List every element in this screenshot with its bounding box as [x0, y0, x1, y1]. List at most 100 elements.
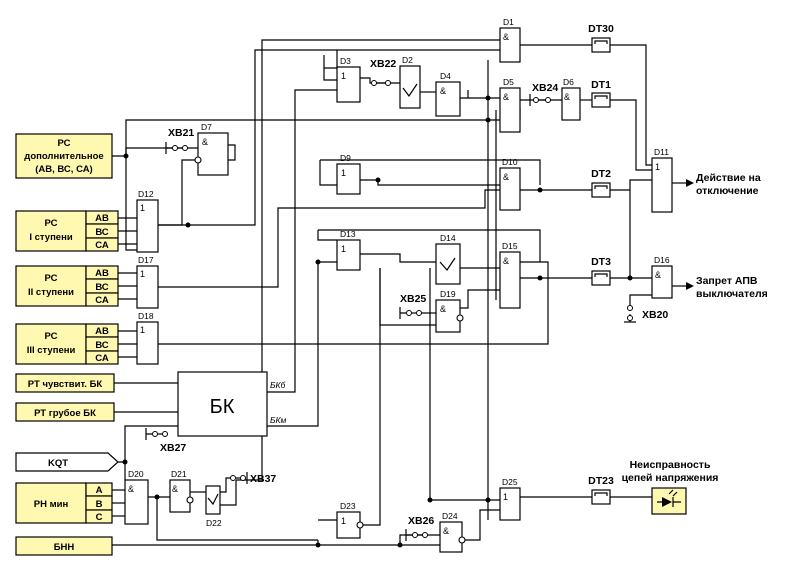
gate-d15: D15 & — [499, 241, 521, 309]
input-rs-stage-1: РС I ступени АВ ВС СА — [15, 210, 119, 252]
input-rs-additional: РС дополнительное (АВ, ВС, СА) — [15, 133, 113, 179]
gate-d3: D3 1 — [336, 56, 361, 103]
svg-text:АВ: АВ — [95, 268, 109, 279]
gate-d11: D11 1 — [651, 147, 673, 213]
svg-text:БК: БК — [210, 396, 235, 418]
input-rs-stage-2: РС II ступени АВ ВС СА — [15, 265, 119, 307]
svg-text:СА: СА — [95, 240, 109, 251]
svg-text:(АВ, ВС, СА): (АВ, ВС, СА) — [35, 164, 92, 175]
jumper-xb25[interactable]: XB25 — [399, 293, 426, 319]
input-rt-sensitive: РТ чувствит. БК — [15, 373, 115, 393]
svg-text:XB37: XB37 — [250, 473, 276, 485]
svg-text:БНН: БНН — [54, 542, 75, 553]
svg-text:1: 1 — [140, 269, 145, 279]
gate-d13: D13 1 — [336, 229, 361, 271]
svg-text:&: & — [443, 526, 449, 536]
timer-dt30: DT30 — [588, 23, 614, 53]
svg-text:РТ грубое БК: РТ грубое БК — [34, 408, 96, 419]
svg-text:D7: D7 — [201, 122, 212, 132]
svg-text:I ступени: I ступени — [29, 232, 72, 243]
svg-text:БКм: БКм — [270, 415, 287, 425]
svg-text:XB21: XB21 — [168, 127, 194, 139]
jumper-xb26[interactable]: XB26 — [405, 515, 434, 541]
svg-text:Запрет АПВ: Запрет АПВ — [696, 275, 758, 287]
jumper-xb27[interactable]: XB27 — [145, 428, 186, 454]
svg-text:РТ чувствит. БК: РТ чувствит. БК — [28, 379, 103, 390]
jumper-xb21[interactable]: XB21 — [165, 127, 194, 154]
jumper-xb24[interactable]: XB24 — [529, 82, 558, 106]
svg-text:D5: D5 — [503, 77, 514, 87]
gate-d14: D14 — [435, 233, 461, 285]
svg-text:АВ: АВ — [95, 326, 109, 337]
svg-text:III ступени: III ступени — [27, 345, 76, 356]
svg-text:XB27: XB27 — [160, 442, 186, 454]
svg-text:DT23: DT23 — [588, 475, 614, 487]
input-rs-stage-3: РС III ступени АВ ВС СА — [15, 323, 119, 365]
timer-dt3: DT3 — [591, 256, 611, 286]
gate-d19: D19 & — [435, 289, 461, 333]
gate-d23: D23 1 — [336, 501, 361, 539]
svg-text:DT2: DT2 — [591, 168, 611, 180]
svg-text:БКб: БКб — [270, 380, 287, 390]
junction-dots — [122, 95, 633, 548]
svg-text:1: 1 — [341, 244, 346, 254]
svg-text:1: 1 — [140, 203, 145, 213]
svg-text:1: 1 — [341, 71, 346, 81]
svg-text:D10: D10 — [502, 157, 518, 167]
gate-d4: D4 & — [435, 71, 461, 117]
svg-text:D21: D21 — [171, 469, 187, 479]
input-rt-rough: РТ грубое БК — [15, 402, 115, 422]
svg-text:&: & — [655, 270, 661, 280]
gate-d10: D10 & — [499, 157, 521, 211]
svg-text:А: А — [96, 485, 103, 496]
timer-dt23: DT23 — [588, 475, 614, 505]
timer-dt2: DT2 — [591, 168, 611, 198]
bk-block: БК БКб БКм — [177, 371, 287, 437]
svg-text:ВС: ВС — [95, 282, 108, 293]
svg-text:1: 1 — [503, 492, 508, 502]
jumper-xb20[interactable]: XB20 — [624, 305, 668, 323]
gate-d2: D2 — [399, 55, 421, 109]
gate-d17: D17 1 — [136, 255, 159, 309]
svg-text:&: & — [503, 32, 509, 42]
svg-text:дополнительное: дополнительное — [24, 151, 103, 162]
inverter-bubbles — [186, 156, 466, 544]
svg-text:DT30: DT30 — [588, 23, 614, 35]
svg-text:РН мин: РН мин — [34, 499, 69, 510]
output-apv-block: Запрет АПВ выключателя — [686, 275, 768, 300]
svg-text:ВС: ВС — [95, 227, 108, 238]
svg-text:D12: D12 — [138, 189, 154, 199]
svg-text:&: & — [503, 256, 509, 266]
svg-text:РС: РС — [45, 331, 58, 342]
svg-text:&: & — [503, 172, 509, 182]
svg-text:С: С — [96, 512, 103, 523]
gate-d18: D18 1 — [136, 311, 159, 365]
jumper-xb37[interactable]: XB37 — [220, 472, 276, 493]
svg-text:1: 1 — [140, 325, 145, 335]
gate-d5: D5 & — [499, 77, 521, 133]
svg-text:СА: СА — [95, 353, 109, 364]
svg-text:D1: D1 — [503, 17, 514, 27]
svg-text:&: & — [440, 304, 446, 314]
svg-text:D24: D24 — [442, 511, 458, 521]
svg-text:KQT: KQT — [48, 458, 68, 469]
svg-text:&: & — [202, 137, 208, 147]
svg-text:XB26: XB26 — [408, 515, 434, 527]
svg-text:D15: D15 — [502, 241, 518, 251]
svg-text:1: 1 — [655, 162, 660, 172]
gate-d25: D25 1 — [499, 477, 521, 521]
svg-text:цепей напряжения: цепей напряжения — [622, 472, 719, 484]
svg-text:D22: D22 — [206, 518, 222, 528]
svg-text:D14: D14 — [440, 233, 456, 243]
svg-text:D11: D11 — [654, 147, 669, 157]
svg-text:1: 1 — [341, 168, 346, 178]
svg-text:АВ: АВ — [95, 213, 109, 224]
svg-text:В: В — [96, 499, 103, 510]
gate-d16: D16 & — [651, 255, 673, 299]
timer-dt1: DT1 — [591, 79, 611, 108]
svg-text:D23: D23 — [340, 501, 356, 511]
svg-text:РС: РС — [58, 138, 71, 149]
jumper-xb22[interactable]: XB22 — [370, 58, 396, 86]
svg-text:DT1: DT1 — [591, 79, 611, 91]
